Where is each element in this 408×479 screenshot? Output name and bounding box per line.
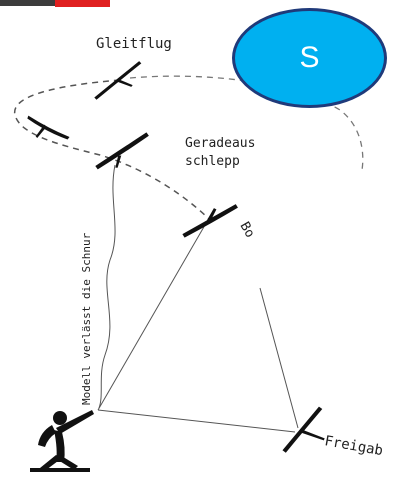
ground-to-release-line	[259, 287, 299, 429]
glider-schlepp-icon	[95, 132, 149, 170]
dropping-string	[98, 164, 116, 409]
label-geradeaus: Geradeaus	[185, 136, 255, 151]
title-fragment-dark	[0, 0, 55, 6]
label-schlepp: schlepp	[185, 154, 240, 169]
tow-line	[97, 224, 206, 411]
glider-freigabe-icon	[282, 406, 325, 453]
glider-gleitflug-icon	[94, 61, 142, 100]
release-line	[97, 409, 296, 433]
launcher-person-icon	[30, 410, 94, 472]
title-fragment-red-2	[100, 0, 110, 7]
label-freigabe: Freigab	[323, 433, 384, 459]
title-fragment-red	[55, 0, 100, 7]
badge-letter: S	[299, 41, 320, 74]
label-bogen: Bo	[237, 220, 258, 241]
label-schnur: Modell verlässt die Schnur	[80, 232, 93, 405]
label-gleitflug: Gleitflug	[96, 36, 172, 52]
glider-left-icon	[27, 115, 70, 140]
glider-bogen-icon	[182, 204, 238, 238]
badge-oval: S	[232, 8, 387, 108]
flight-path-dashed	[14, 79, 211, 221]
